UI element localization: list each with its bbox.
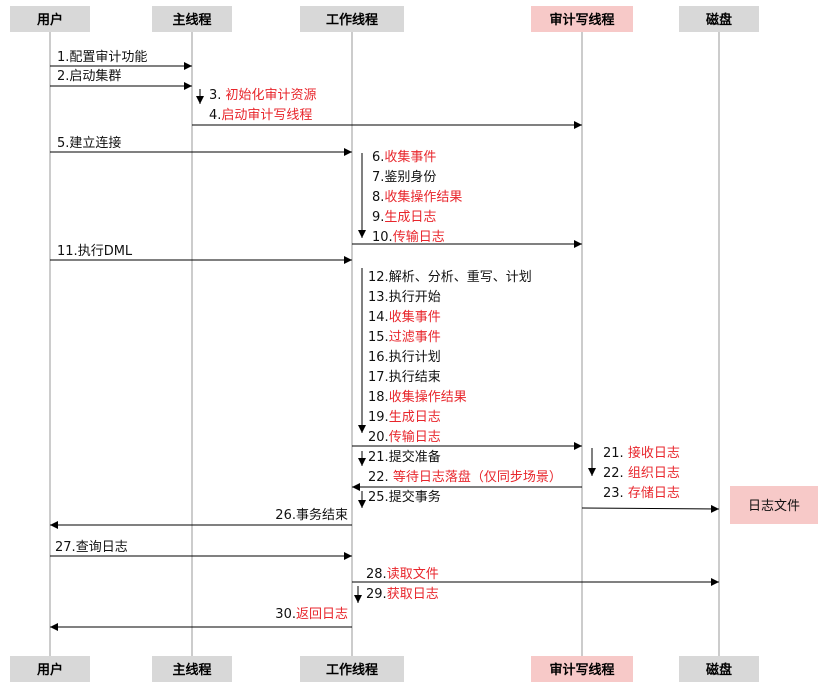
msg-8: 8.收集操作结果 (372, 189, 462, 205)
svg-text:用户: 用户 (36, 662, 63, 678)
msg-21-worker: 21.提交准备 (368, 449, 441, 465)
msg-9: 9.生成日志 (372, 210, 436, 225)
svg-text:审计写线程: 审计写线程 (549, 12, 614, 28)
svg-text:主线程: 主线程 (172, 12, 211, 28)
msg-22-audit: 22. 组织日志 (603, 466, 680, 481)
svg-text:审计写线程: 审计写线程 (549, 662, 614, 678)
msg-7: 7.鉴别身份 (372, 169, 436, 185)
msg-3: 3. 初始化审计资源 (209, 88, 317, 103)
participant-main-bottom: 主线程 (152, 656, 232, 682)
participant-audit-bottom: 审计写线程 (531, 656, 633, 682)
msg-10: 10.传输日志 (372, 229, 445, 245)
msg-18: 18.收集操作结果 (368, 389, 467, 405)
msg-29: 29.获取日志 (366, 587, 439, 602)
msg-6: 6.收集事件 (372, 149, 436, 165)
msg-22-worker: 22. 等待日志落盘（仅同步场景） (368, 469, 562, 485)
msg-4: 4.启动审计写线程 (209, 108, 312, 123)
msg-11: 11.执行DML (57, 244, 133, 259)
msg-28: 28.读取文件 (366, 567, 439, 582)
svg-text:工作线程: 工作线程 (326, 662, 378, 678)
msg-20: 20.传输日志 (368, 429, 441, 445)
svg-text:磁盘: 磁盘 (706, 662, 732, 678)
participant-audit-top: 审计写线程 (531, 6, 633, 32)
svg-text:工作线程: 工作线程 (326, 12, 378, 28)
participant-user-bottom: 用户 (10, 656, 90, 682)
msg-17: 17.执行结束 (368, 370, 441, 385)
participant-disk-bottom: 磁盘 (679, 656, 759, 682)
msg-13: 13.执行开始 (368, 290, 441, 305)
msg-25: 25.提交事务 (368, 489, 441, 505)
participant-user-top: 用户 (10, 6, 90, 32)
msg-14: 14.收集事件 (368, 309, 441, 325)
participant-worker-bottom: 工作线程 (300, 656, 404, 682)
msg-1: 1.配置审计功能 (57, 50, 147, 65)
msg-26: 26.事务结束 (275, 507, 348, 523)
msg-15: 15.过滤事件 (368, 330, 441, 345)
participant-worker-top: 工作线程 (300, 6, 404, 32)
msg-30: 30.返回日志 (275, 607, 348, 622)
svg-text:用户: 用户 (36, 12, 63, 28)
msg-12: 12.解析、分析、重写、计划 (368, 269, 532, 285)
msg-19: 19.生成日志 (368, 410, 441, 425)
msg-5: 5.建立连接 (57, 135, 121, 151)
arrow-23-store (581, 504, 720, 513)
log-file-box: 日志文件 (730, 486, 818, 524)
svg-text:主线程: 主线程 (172, 662, 211, 678)
msg-23: 23. 存储日志 (603, 486, 680, 501)
svg-text:日志文件: 日志文件 (748, 499, 800, 514)
svg-text:磁盘: 磁盘 (706, 12, 732, 28)
msg-2: 2.启动集群 (57, 68, 121, 84)
participant-main-top: 主线程 (152, 6, 232, 32)
participant-disk-top: 磁盘 (679, 6, 759, 32)
msg-16: 16.执行计划 (368, 350, 441, 365)
msg-21-audit: 21. 接收日志 (603, 445, 680, 461)
msg-27: 27.查询日志 (55, 540, 128, 555)
